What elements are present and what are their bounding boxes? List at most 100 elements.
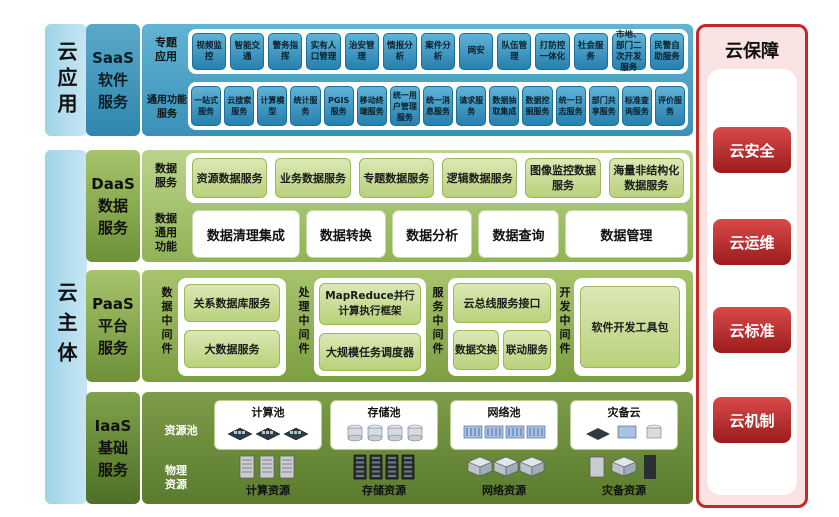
data-middleware-box: 关系数据库服务 大数据服务: [178, 278, 286, 376]
resource-pool-box[interactable]: 灾备云: [570, 400, 678, 450]
cloud-security-button[interactable]: 云安全: [713, 127, 791, 173]
sdk-package[interactable]: 软件开发工具包: [580, 286, 680, 368]
physical-resource-icons: [220, 454, 316, 480]
saas-general-item[interactable]: 数据挖掘服务: [522, 86, 553, 126]
saas-topic-item[interactable]: 智能交通: [230, 33, 265, 70]
data-middleware-label: 数据中间件: [161, 286, 173, 355]
task-scheduler[interactable]: 大规模任务调度器: [319, 333, 421, 371]
iaas-header: IaaS 基础 服务: [86, 392, 140, 504]
daas-row2-label: 数据 通用 功能: [155, 212, 177, 253]
saas-topic-item[interactable]: 实有人口管理: [306, 33, 341, 70]
data-function-item[interactable]: 数据查询: [478, 210, 559, 258]
saas-general-item[interactable]: 请求服务: [456, 86, 487, 126]
linkage-service[interactable]: 联动服务: [503, 330, 551, 370]
saas-general-item[interactable]: 统一日志服务: [555, 86, 586, 126]
resource-pool-box[interactable]: 存储池: [330, 400, 438, 450]
daas-panel: 数据 服务 资源数据服务业务数据服务专题数据服务逻辑数据服务图像监控数据服务海量…: [142, 150, 693, 262]
saas-topic-item[interactable]: 打防控一体化: [535, 33, 570, 70]
data-service-item[interactable]: 海量非结构化数据服务: [608, 158, 684, 198]
iaas-panel: 资源池 物理 资源 计算池计算资源存储池存储资源网络池网络资源灾备云灾备资源: [142, 392, 693, 504]
saas-general-item[interactable]: 一站式服务: [191, 86, 222, 126]
saas-row1-box: 视频监控智能交通警务指挥实有人口管理治安管理情报分析案件分析网安队伍管理打防控一…: [188, 29, 688, 74]
saas-panel: 专题 应用 视频监控智能交通警务指挥实有人口管理治安管理情报分析案件分析网安队伍…: [142, 24, 693, 136]
saas-topic-item[interactable]: 队伍管理: [497, 33, 532, 70]
server-cluster-icon: [451, 420, 557, 444]
data-exchange[interactable]: 数据交换: [453, 330, 499, 370]
dev-middleware-label: 开发中间件: [559, 286, 571, 355]
cloud-body-label: 云主体: [45, 150, 87, 504]
server-cluster-icon: [571, 420, 677, 444]
saas-row1-label: 专题 应用: [155, 36, 177, 63]
saas-topic-item[interactable]: 民警自助服务: [649, 33, 685, 70]
data-function-item[interactable]: 数据分析: [392, 210, 473, 258]
saas-general-item[interactable]: 统计服务: [290, 86, 321, 126]
daas-row2-items: 数据清理集成数据转换数据分析数据查询数据管理: [192, 210, 689, 258]
saas-topic-item[interactable]: 视频监控: [192, 33, 227, 70]
processing-middleware-label: 处理中间件: [298, 286, 310, 355]
saas-topic-item[interactable]: 治安管理: [344, 33, 379, 70]
resource-pool-box[interactable]: 网络池: [450, 400, 558, 450]
saas-general-item[interactable]: 云搜索服务: [224, 86, 255, 126]
saas-general-item[interactable]: 移动终端服务: [356, 86, 387, 126]
saas-general-item[interactable]: 统一消息服务: [422, 86, 454, 126]
saas-general-item[interactable]: 标准查询服务: [621, 86, 652, 126]
server-cluster-icon: [215, 420, 321, 444]
data-function-item[interactable]: 数据管理: [564, 210, 689, 258]
resource-pool-title: 网络池: [487, 406, 521, 419]
cloud-application-text: 云应用: [54, 41, 78, 119]
service-middleware-box: 云总线服务接口 数据交换 联动服务: [448, 278, 556, 376]
saas-general-item[interactable]: 数据抽取集成: [489, 86, 520, 126]
saas-topic-item[interactable]: 案件分析: [420, 33, 456, 70]
saas-topic-item[interactable]: 警务指挥: [268, 33, 303, 70]
saas-head-line2: 软件: [97, 71, 128, 89]
service-middleware-label: 服务中间件: [432, 286, 444, 355]
daas-row1-label: 数据 服务: [155, 162, 177, 189]
cloud-bus-interface[interactable]: 云总线服务接口: [453, 283, 551, 323]
saas-general-item[interactable]: 部门共享服务: [588, 86, 619, 126]
physical-resource-name: 计算资源: [246, 484, 290, 497]
saas-topic-item[interactable]: 社会服务: [573, 33, 608, 70]
daas-header: DaaS 数据 服务: [86, 150, 140, 262]
resource-pool-title: 存储池: [367, 406, 401, 419]
saas-general-item[interactable]: 统一用户管理服务: [389, 86, 420, 126]
daas-row1-box: 资源数据服务业务数据服务专题数据服务逻辑数据服务图像监控数据服务海量非结构化数据…: [186, 153, 690, 203]
cloud-body-text: 云主体: [54, 282, 78, 372]
physical-resource-icons: [576, 454, 672, 480]
saas-topic-item[interactable]: 情报分析: [382, 33, 417, 70]
relational-db-service[interactable]: 关系数据库服务: [184, 284, 280, 322]
paas-panel: 数据中间件 关系数据库服务 大数据服务 处理中间件 MapReduce并行计算执…: [142, 270, 693, 382]
physical-resource-icons: [336, 454, 432, 480]
cloud-guarantee-title: 云保障: [725, 41, 779, 62]
data-function-item[interactable]: 数据转换: [305, 210, 387, 258]
data-service-item[interactable]: 图像监控数据服务: [525, 158, 601, 198]
cloud-ops-button[interactable]: 云运维: [713, 219, 791, 265]
data-service-item[interactable]: 逻辑数据服务: [441, 158, 518, 198]
saas-topic-item[interactable]: 网安: [459, 33, 494, 70]
daas-head-line3: 服务: [97, 219, 128, 237]
saas-general-item[interactable]: PGIS服务: [323, 86, 354, 126]
data-function-item[interactable]: 数据清理集成: [192, 210, 300, 258]
cloud-standard-button[interactable]: 云标准: [713, 307, 791, 353]
daas-head-line1: DaaS: [91, 175, 135, 193]
physical-resource-name: 灾备资源: [602, 484, 646, 497]
saas-general-item[interactable]: 计算模型: [257, 86, 288, 126]
resource-pool-box[interactable]: 计算池: [214, 400, 322, 450]
resource-pool-title: 计算池: [251, 406, 285, 419]
saas-general-item[interactable]: 评价服务: [654, 86, 686, 126]
iaas-head-line3: 服务: [97, 461, 128, 479]
saas-row2-label: 通用功能服务: [147, 95, 187, 120]
physical-resource-icons: [456, 454, 552, 480]
daas-head-line2: 数据: [97, 197, 128, 215]
paas-header: PaaS 平台 服务: [86, 270, 140, 382]
mapreduce-framework[interactable]: MapReduce并行计算执行框架: [319, 283, 421, 325]
data-service-item[interactable]: 资源数据服务: [192, 158, 268, 198]
saas-header: SaaS 软件 服务: [86, 24, 140, 136]
saas-topic-item[interactable]: 市地、部门二次开发服务: [611, 30, 646, 73]
data-service-item[interactable]: 业务数据服务: [275, 158, 351, 198]
big-data-service[interactable]: 大数据服务: [184, 330, 280, 368]
cloud-mechanism-button[interactable]: 云机制: [713, 397, 791, 443]
data-service-item[interactable]: 专题数据服务: [358, 158, 434, 198]
dev-middleware-box: 软件开发工具包: [574, 278, 686, 376]
